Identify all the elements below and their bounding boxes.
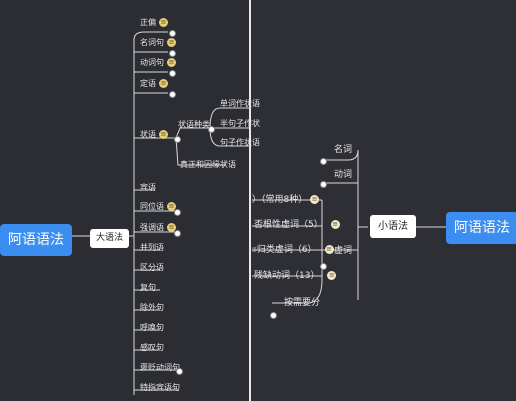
node-common-8[interactable]: ）（常用8种）≡ xyxy=(252,195,320,205)
node-as-needed[interactable]: 按需要分 xyxy=(284,298,321,308)
expand-dot[interactable] xyxy=(169,50,176,57)
node-word-adverbial[interactable]: 单词作状语 xyxy=(220,99,260,108)
node-dingyu[interactable]: 定语≡ xyxy=(140,79,168,88)
node-sentence-adverbial[interactable]: 句子作状语 xyxy=(220,138,260,147)
note-icon: ≡ xyxy=(167,38,176,47)
expand-dot[interactable] xyxy=(174,209,181,216)
node-zhengpian[interactable]: 正偏≡ xyxy=(140,18,168,27)
node-defective-verbs[interactable]: 残缺动词（13）≡ xyxy=(254,271,337,281)
note-icon: ≡ xyxy=(167,58,176,67)
node-verb[interactable]: 动词 xyxy=(334,170,353,180)
note-icon: ≡ xyxy=(324,245,334,254)
expand-dot[interactable] xyxy=(174,136,181,143)
note-icon: ≡ xyxy=(330,220,340,229)
note-icon: ≡ xyxy=(310,195,320,204)
right-root-node[interactable]: 阿语语法 xyxy=(446,212,516,244)
node-binyu[interactable]: 宾语 xyxy=(140,183,156,192)
node-specified-object-sentence[interactable]: 特指宾语句 xyxy=(140,383,180,392)
note-icon: ≡ xyxy=(167,202,176,211)
note-icon: ≡ xyxy=(159,130,168,139)
left-main-node[interactable]: 大语法 xyxy=(90,229,130,248)
expand-dot[interactable] xyxy=(320,263,327,270)
node-dongcijv[interactable]: 动词句≡ xyxy=(140,58,176,67)
node-chuwaijv[interactable]: 除外句 xyxy=(140,303,164,312)
expand-dot[interactable] xyxy=(169,70,176,77)
node-particle[interactable]: 虚词 xyxy=(334,246,353,256)
node-qufenyu[interactable]: 区分语 xyxy=(140,263,164,272)
left-root-node[interactable]: 阿语语法 xyxy=(0,224,72,256)
expand-dot[interactable] xyxy=(174,230,181,237)
node-huhuanjv[interactable]: 呼唤句 xyxy=(140,323,164,332)
node-baobian-verb-sentence[interactable]: 褒贬动词句 xyxy=(140,363,180,372)
note-icon: ≡ xyxy=(159,18,168,27)
expand-dot[interactable] xyxy=(320,181,327,188)
panel-divider xyxy=(249,0,251,401)
node-qiangdiaoyu[interactable]: 强调语≡ xyxy=(140,223,176,232)
node-tongweiyu[interactable]: 同位语≡ xyxy=(140,202,176,211)
expand-dot[interactable] xyxy=(176,368,183,375)
expand-dot[interactable] xyxy=(169,30,176,37)
node-half-sentence-adverbial[interactable]: 半句子作状 xyxy=(220,119,260,128)
node-fujv[interactable]: 复句 xyxy=(140,283,156,292)
expand-dot[interactable] xyxy=(320,158,327,165)
left-mindmap-panel xyxy=(0,0,250,401)
expand-dot[interactable] xyxy=(208,126,215,133)
node-gantanjv[interactable]: 感叹句 xyxy=(140,343,164,352)
node-zhuangyu-types[interactable]: 状语种类 xyxy=(178,120,210,129)
note-icon: ≡ xyxy=(159,79,168,88)
node-category-particles[interactable]: Ⅲ归类虚词（6）≡ xyxy=(252,245,334,255)
node-binglieyu[interactable]: 并列语 xyxy=(140,243,164,252)
expand-dot[interactable] xyxy=(169,91,176,98)
node-zhuangyu[interactable]: 状语≡ xyxy=(140,130,168,139)
note-icon: ≡ xyxy=(167,223,176,232)
node-mingcijv[interactable]: 名词句≡ xyxy=(140,38,176,47)
right-main-node[interactable]: 小语法 xyxy=(370,215,416,238)
node-negation-particles[interactable]: 否根性虚词（5）≡ xyxy=(254,220,340,230)
note-icon: ≡ xyxy=(327,271,337,280)
right-mindmap-panel xyxy=(250,0,516,401)
node-real-causal-adverbial[interactable]: 真正和因缘状语 xyxy=(180,160,236,169)
expand-dot[interactable] xyxy=(270,312,277,319)
node-noun[interactable]: 名词 xyxy=(334,145,353,155)
